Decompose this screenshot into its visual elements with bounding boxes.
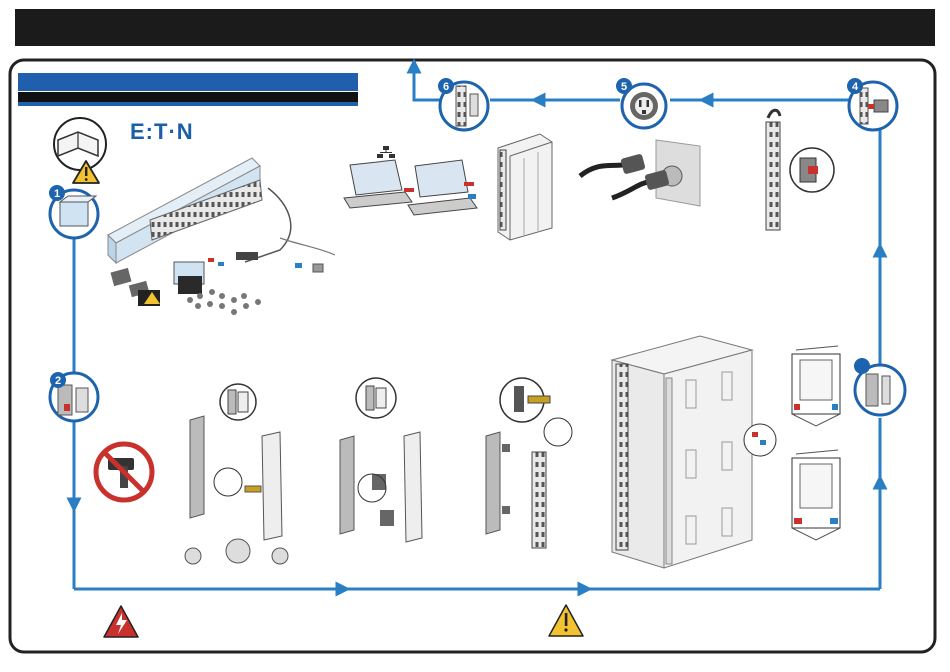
step-5-number: 5 <box>621 81 627 93</box>
step-4-number: 4 <box>852 81 859 93</box>
step-6-number: 6 <box>443 81 449 93</box>
step-6-circle: 6 <box>438 78 488 130</box>
mounting-detail-2 <box>340 378 422 542</box>
step-2-circle: 2 <box>50 372 98 421</box>
step-2-number: 2 <box>55 375 61 387</box>
step-1-number: 1 <box>54 188 60 200</box>
pdu-inlet-illustration <box>766 110 834 230</box>
package-contents-illustration <box>108 158 335 315</box>
rack-top-view-1 <box>792 346 840 426</box>
mounting-detail-3 <box>486 378 572 548</box>
step-3-circle <box>854 358 905 415</box>
small-rack-illustration <box>498 134 552 240</box>
plug-outlet-illustration <box>580 140 700 206</box>
network-icon <box>377 146 395 158</box>
cord-connection-detail <box>744 424 776 456</box>
step-1-circle: 1 <box>49 185 98 238</box>
open-manual-icon <box>54 118 106 170</box>
electric-hazard-icon <box>104 606 138 637</box>
large-rack-illustration <box>612 336 752 568</box>
step-4-circle: 4 <box>847 78 897 130</box>
power-outlet-icon <box>630 92 658 120</box>
warning-triangle-icon <box>549 605 583 636</box>
rack-top-view-2 <box>792 450 840 540</box>
laptop-network-illustration <box>344 146 477 215</box>
section-banner <box>18 73 358 106</box>
mounting-detail-1 <box>185 384 288 564</box>
no-power-drill-icon <box>96 444 152 500</box>
title-bar <box>15 9 935 46</box>
rack-side-icon <box>866 374 890 406</box>
step-5-circle: 5 <box>616 78 666 128</box>
brand-logo: E:T·N <box>130 119 194 144</box>
